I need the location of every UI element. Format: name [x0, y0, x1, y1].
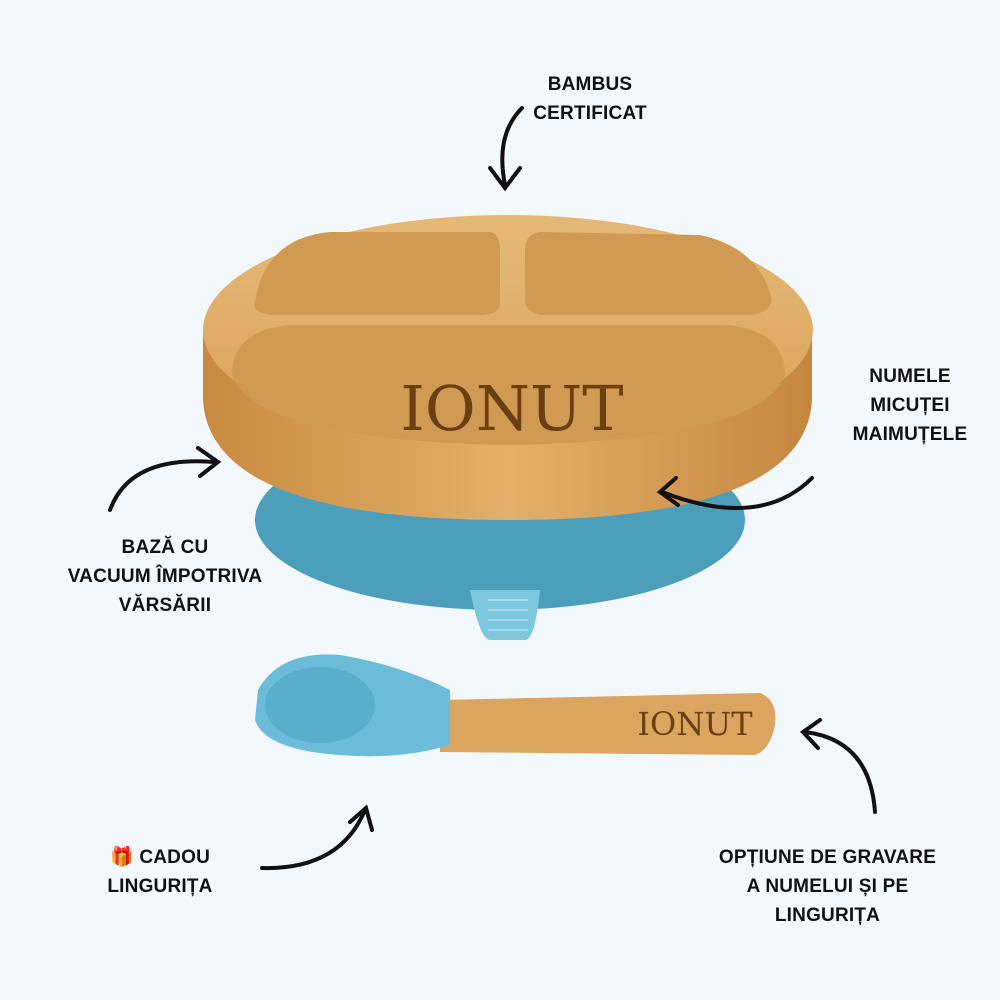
label-line: BAZĂ CU — [121, 537, 209, 558]
spoon-engraving: IONUT — [637, 705, 753, 743]
label-line: MAIMUȚELE — [852, 424, 968, 445]
label-line: 🎁 CADOU — [80, 843, 240, 872]
plate-engraving: IONUT — [400, 372, 623, 445]
label-line: A NUMELUI ȘI PE — [746, 876, 909, 897]
label-line: LINGURIȚA — [774, 905, 881, 926]
label-line: BAMBUS — [547, 74, 633, 95]
arrow-gift-icon — [260, 804, 374, 871]
spoon: IONUT — [255, 654, 776, 757]
arrows — [108, 106, 877, 871]
label-engraving: OPȚIUNE DE GRAVARE A NUMELUI ȘI PE LINGU… — [690, 843, 965, 930]
label-gift: 🎁 CADOU LINGURIȚA — [80, 843, 240, 901]
label-line: NUMELE — [869, 366, 951, 387]
label-base: BAZĂ CU VACUUM ÎMPOTRIVA VĂRSĂRII — [60, 533, 270, 620]
arrow-bamboo-icon — [488, 106, 524, 192]
arrow-base-icon — [108, 446, 222, 512]
label-line: MICUȚEI — [870, 395, 950, 416]
arrow-engraving-icon — [799, 718, 877, 814]
bamboo-plate: IONUT — [203, 215, 813, 520]
label-line: VĂRSĂRII — [118, 595, 212, 616]
label-line: LINGURIȚA — [107, 876, 213, 897]
label-name: NUMELE MICUȚEI MAIMUȚELE — [830, 362, 990, 449]
gift-icon: 🎁 — [109, 847, 134, 868]
arrow-name-icon — [656, 476, 814, 511]
label-line: CERTIFICAT — [533, 103, 647, 124]
label-bamboo: BAMBUS CERTIFICAT — [520, 70, 660, 128]
label-line: OPȚIUNE DE GRAVARE — [718, 847, 937, 868]
label-line: VACUUM ÎMPOTRIVA — [67, 566, 263, 587]
label-text: CADOU — [139, 847, 210, 868]
